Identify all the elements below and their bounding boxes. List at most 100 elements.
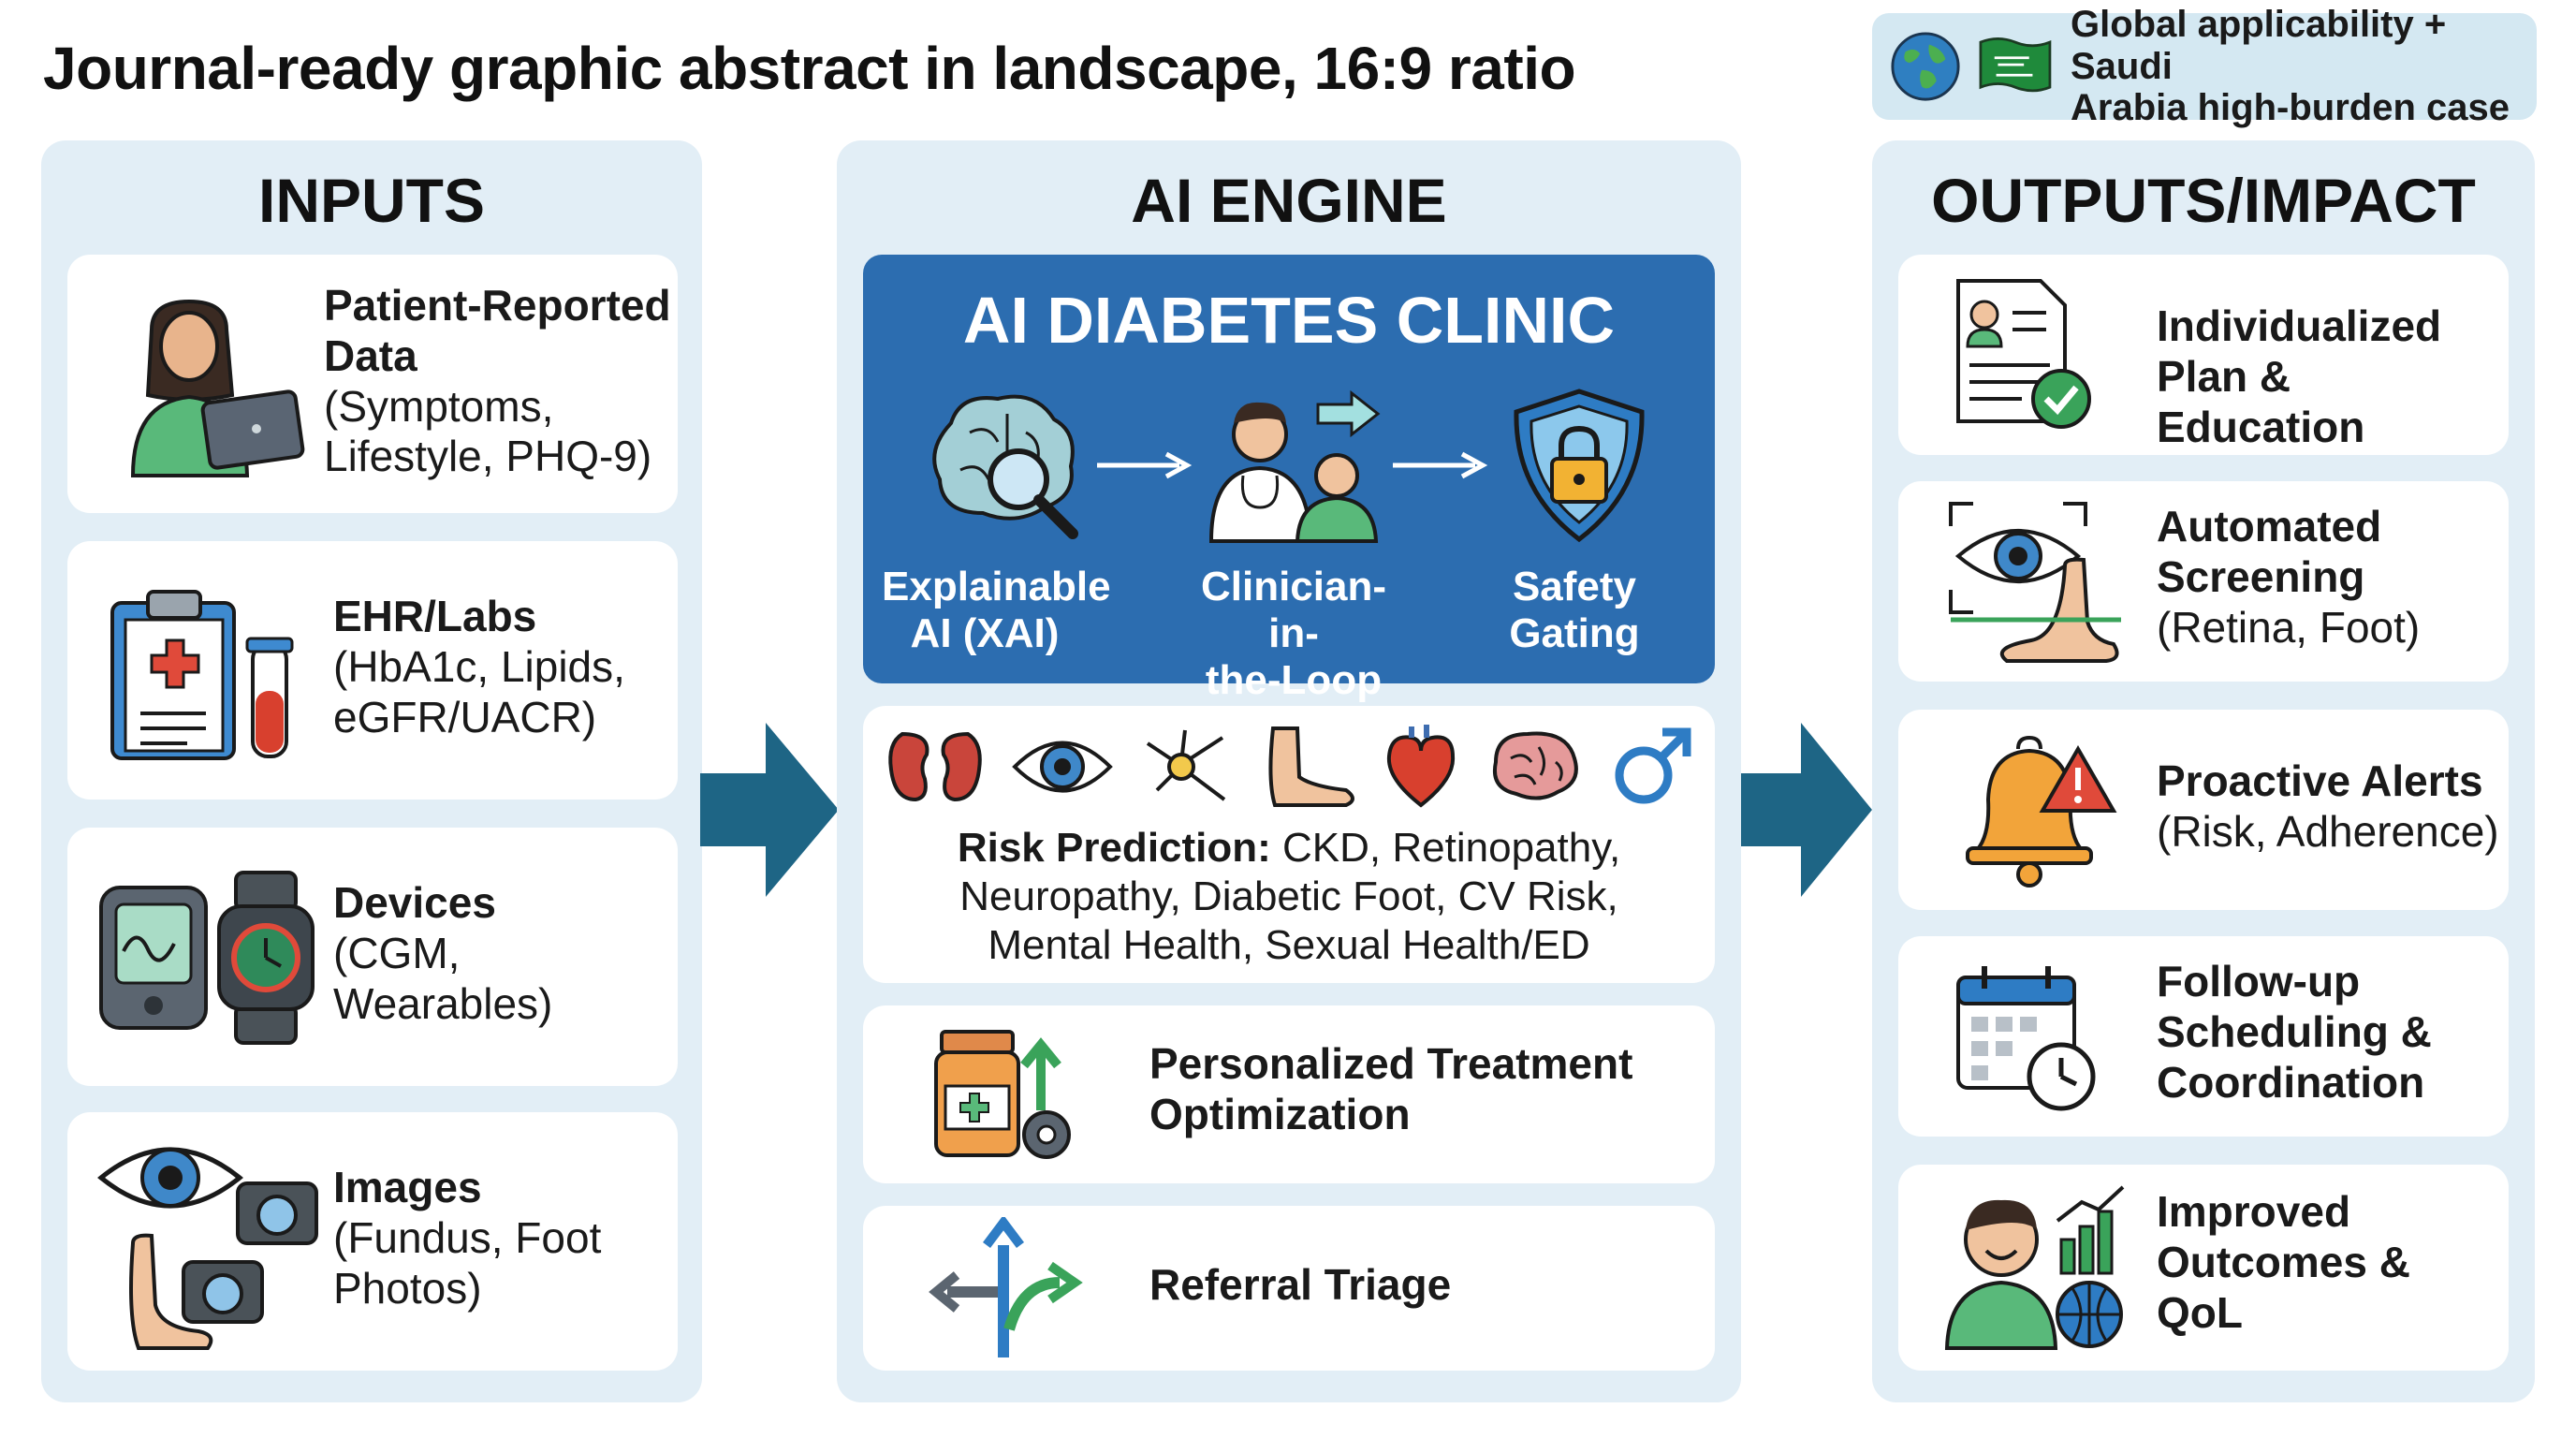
step-clinician-l1: Clinician-in- [1200,564,1387,657]
risk-prediction-card: Risk Prediction: CKD, Retinopathy, Neuro… [863,706,1715,983]
treatment-l1: Personalized Treatment [1149,1039,1633,1088]
input-title-2: EHR/Labs [333,592,537,640]
heart-icon [1386,725,1456,808]
ai-engine-heading: AI ENGINE [1131,166,1447,235]
risk-prediction-text: Risk Prediction: CKD, Retinopathy, Neuro… [863,824,1715,970]
step-safety-l2: Gating [1509,610,1640,657]
kidney-icon [888,731,982,802]
input-detail-1a: (Symptoms, [324,381,554,431]
output-2-detail: (Retina, Foot) [2157,602,2421,652]
step-label-safety: Safety Gating [1481,564,1668,657]
input-detail-3a: (CGM, [333,928,461,977]
output-label-2: Automated Screening (Retina, Foot) [2157,502,2420,653]
eye-foot-camera-icon [97,1147,318,1350]
output-5-b1: Improved [2157,1187,2351,1236]
brain-magnifier-icon [932,394,1078,539]
clinician-patient-icon [1208,389,1381,543]
arrow-clinician-to-safety [1393,451,1488,479]
person-chart-globe-icon [1944,1185,2125,1350]
output-card-follow-up: Follow-up Scheduling & Coordination [1898,936,2509,1137]
output-2-b2: Screening [2157,551,2365,601]
clinic-title: AI DIABETES CLINIC [962,284,1616,357]
output-1-b2: Plan & Education [2157,351,2365,451]
patient-tablet-icon [130,299,305,477]
ai-diabetes-clinic-box: AI DIABETES CLINIC Explainable AI (XAI) … [863,255,1715,703]
input-title-3: Devices [333,878,496,927]
inputs-heading: INPUTS [257,166,486,235]
input-detail-3b: Wearables) [333,978,553,1028]
referral-l1: Referral Triage [1149,1260,1452,1309]
eye-icon [1012,741,1113,793]
input-detail-4a: (Fundus, Foot [333,1212,602,1262]
input-label-ehr-labs: EHR/Labs (HbA1c, Lipids, eGFR/UACR) [333,592,625,742]
output-label-3: Proactive Alerts (Risk, Adherence) [2157,756,2499,858]
bell-alert-icon [1966,735,2117,888]
treatment-label: Personalized Treatment Optimization [1149,1039,1632,1140]
split-arrows-icon [929,1217,1083,1357]
input-detail-1b: Lifestyle, PHQ-9) [324,432,652,481]
input-card-images: Images (Fundus, Foot Photos) [67,1112,678,1371]
flow-arrow-inputs-to-engine [700,723,839,897]
input-title-1b: Data [324,330,417,380]
output-label-5: Improved Outcomes & QoL [2157,1187,2410,1338]
input-detail-4b: Photos) [333,1263,482,1313]
step-safety-l1: Safety [1512,564,1637,609]
step-label-clinician: Clinician-in- the-Loop [1181,564,1406,704]
output-4-b1: Follow-up [2157,957,2361,1005]
output-1-b1: Individualized [2157,301,2442,350]
input-card-ehr-labs: EHR/Labs (HbA1c, Lipids, eGFR/UACR) [67,541,678,800]
neuron-icon [1146,729,1226,801]
output-4-b3: Coordination [2157,1057,2425,1107]
outputs-heading: OUTPUTS/IMPACT [1931,166,2476,235]
output-4-b2: Scheduling & [2157,1006,2432,1056]
risk-list-1: CKD, Retinopathy, [1282,825,1621,871]
referral-label: Referral Triage [1149,1260,1451,1311]
input-detail-2b: eGFR/UACR) [333,692,597,741]
output-card-improved-outcomes: Improved Outcomes & QoL [1898,1165,2509,1371]
arrow-xai-to-clinician [1097,451,1193,479]
shield-lock-icon [1514,389,1645,543]
step-label-xai: Explainable AI (XAI) [882,564,1111,657]
input-label-devices: Devices (CGM, Wearables) [333,878,552,1029]
global-applicability-badge: Global applicability + Saudi Arabia high… [1872,4,2537,128]
input-detail-2a: (HbA1c, Lipids, [333,641,625,691]
step-xai-l2: AI (XAI) [910,610,1060,657]
risk-label: Risk Prediction: [957,825,1271,871]
cgm-watch-icon [99,871,315,1045]
output-5-b2: Outcomes & [2157,1237,2410,1286]
output-label-4: Follow-up Scheduling & Coordination [2157,957,2432,1108]
input-card-patient-reported: Patient-Reported Data (Symptoms, Lifesty… [67,255,678,513]
document-check-icon [1956,279,2091,429]
step-xai-l1: Explainable [882,564,1111,609]
flow-arrow-engine-to-outputs [1741,723,1872,897]
treatment-optimization-card: Personalized Treatment Optimization [863,1005,1715,1183]
output-5-b3: QoL [2157,1287,2243,1337]
calendar-clock-icon [1956,966,2096,1111]
step-clinician-l2: the-Loop [1205,657,1383,704]
output-card-automated-screening: Automated Screening (Retina, Foot) [1898,481,2509,682]
referral-triage-card: Referral Triage [863,1206,1715,1371]
brain-icon [1493,731,1578,800]
saudi-flag-icon [1979,37,2052,93]
risk-icons-row [863,725,1715,809]
risk-list-2: Neuropathy, Diabetic Foot, CV Risk, [959,873,1618,919]
medication-gear-icon [934,1030,1071,1159]
clipboard-test-tube-icon [110,590,294,760]
output-3-detail: (Risk, Adherence) [2157,806,2499,856]
badge-line-2: Arabia high-burden case [2071,87,2510,129]
output-2-b1: Automated [2157,502,2382,550]
output-card-proactive-alerts: Proactive Alerts (Risk, Adherence) [1898,710,2509,910]
input-label-patient-reported: Patient-Reported Data (Symptoms, Lifesty… [324,281,671,482]
input-card-devices: Devices (CGM, Wearables) [67,828,678,1086]
input-title-1a: Patient-Reported [324,281,671,330]
male-symbol-icon [1615,727,1691,804]
eye-foot-scan-icon [1949,502,2121,663]
risk-list-3: Mental Health, Sexual Health/ED [988,921,1590,968]
output-card-individualized-plan: Individualized Plan & Education [1898,255,2509,455]
treatment-l2: Optimization [1149,1089,1411,1138]
output-3-b1: Proactive Alerts [2157,756,2483,805]
foot-icon [1268,726,1354,807]
badge-line-1: Global applicability + Saudi [2071,3,2447,87]
output-label-1: Individualized Plan & Education [2157,301,2509,452]
risk-line-1: Risk Prediction: CKD, Retinopathy, [863,824,1715,873]
